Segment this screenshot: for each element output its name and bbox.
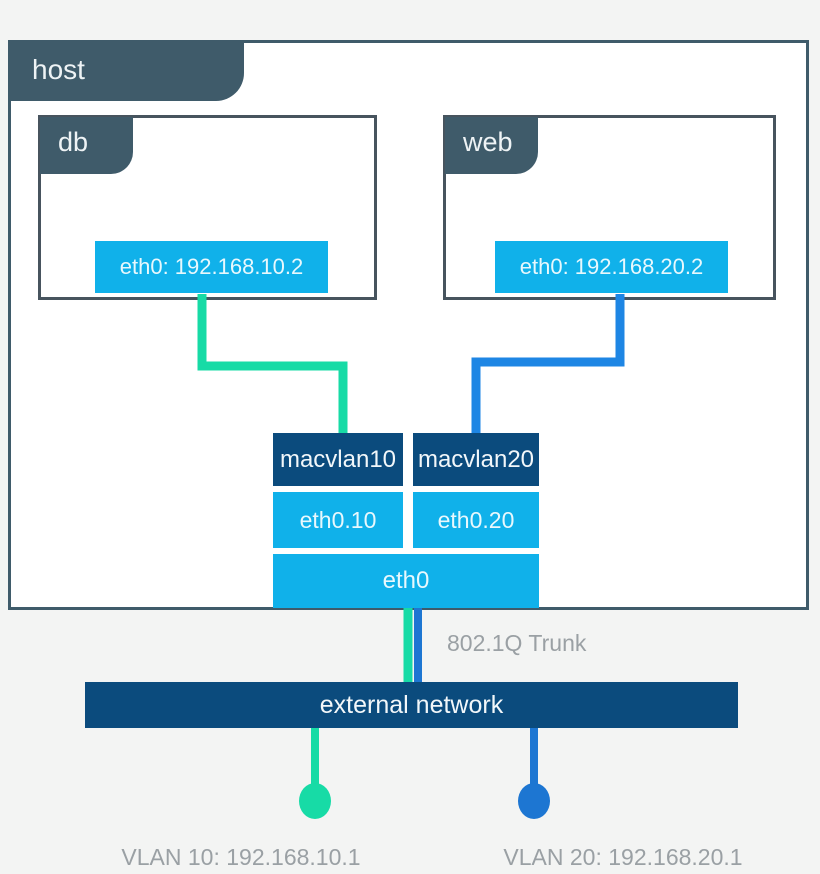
external-network-bar: external network xyxy=(85,682,738,728)
host-label-tab: host xyxy=(8,40,244,101)
web-eth0-interface: eth0: 192.168.20.2 xyxy=(495,241,728,293)
container-db: db eth0: 192.168.10.2 xyxy=(38,115,377,300)
host-label: host xyxy=(32,54,85,85)
vlan10-gateway-dot xyxy=(299,783,331,819)
vlan20-gateway-dot xyxy=(518,783,550,819)
vlan20-gateway-label: VLAN 20: 192.168.20.1 xyxy=(503,843,743,870)
trunk-label: 802.1Q Trunk xyxy=(447,630,587,656)
web-label: web xyxy=(463,127,513,157)
db-label: db xyxy=(58,127,89,157)
macvlan10-node: macvlan10 xyxy=(273,433,403,486)
web-label-tab: web xyxy=(445,117,538,174)
eth0-20-subinterface: eth0.20 xyxy=(413,492,539,548)
db-label-tab: db xyxy=(40,117,133,174)
vlan10-gateway-label: VLAN 10: 192.168.10.1 xyxy=(121,843,361,870)
eth0-10-subinterface: eth0.10 xyxy=(273,492,403,548)
macvlan20-node: macvlan20 xyxy=(413,433,539,486)
db-eth0-interface: eth0: 192.168.10.2 xyxy=(95,241,328,293)
container-web: web eth0: 192.168.20.2 xyxy=(443,115,776,300)
eth0-parent-interface: eth0 xyxy=(273,554,539,608)
